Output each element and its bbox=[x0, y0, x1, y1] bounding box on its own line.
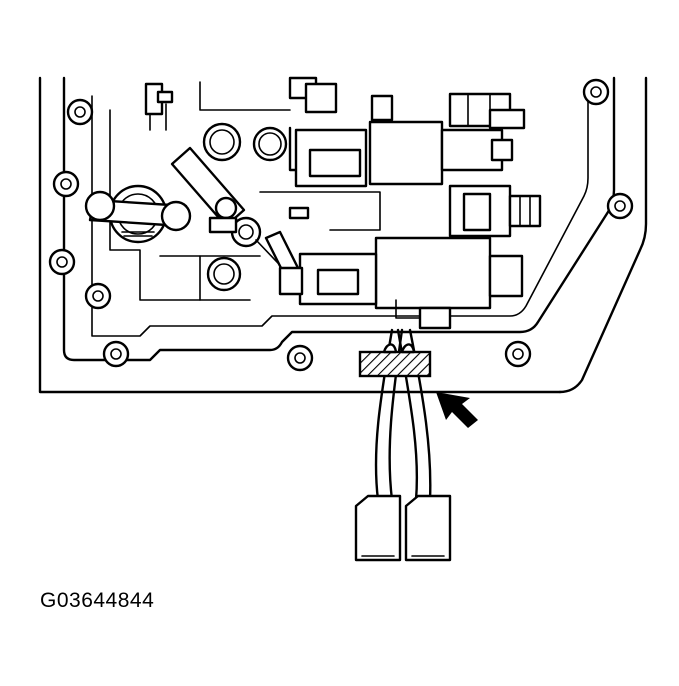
valve-body-components bbox=[84, 76, 542, 330]
case-bolt-holes bbox=[48, 78, 634, 372]
hatched-seal-icon bbox=[358, 343, 432, 378]
figure-id-label: G03644844 bbox=[40, 589, 155, 612]
arrow-icon bbox=[436, 392, 478, 428]
electrical-connector-icon bbox=[354, 494, 452, 562]
